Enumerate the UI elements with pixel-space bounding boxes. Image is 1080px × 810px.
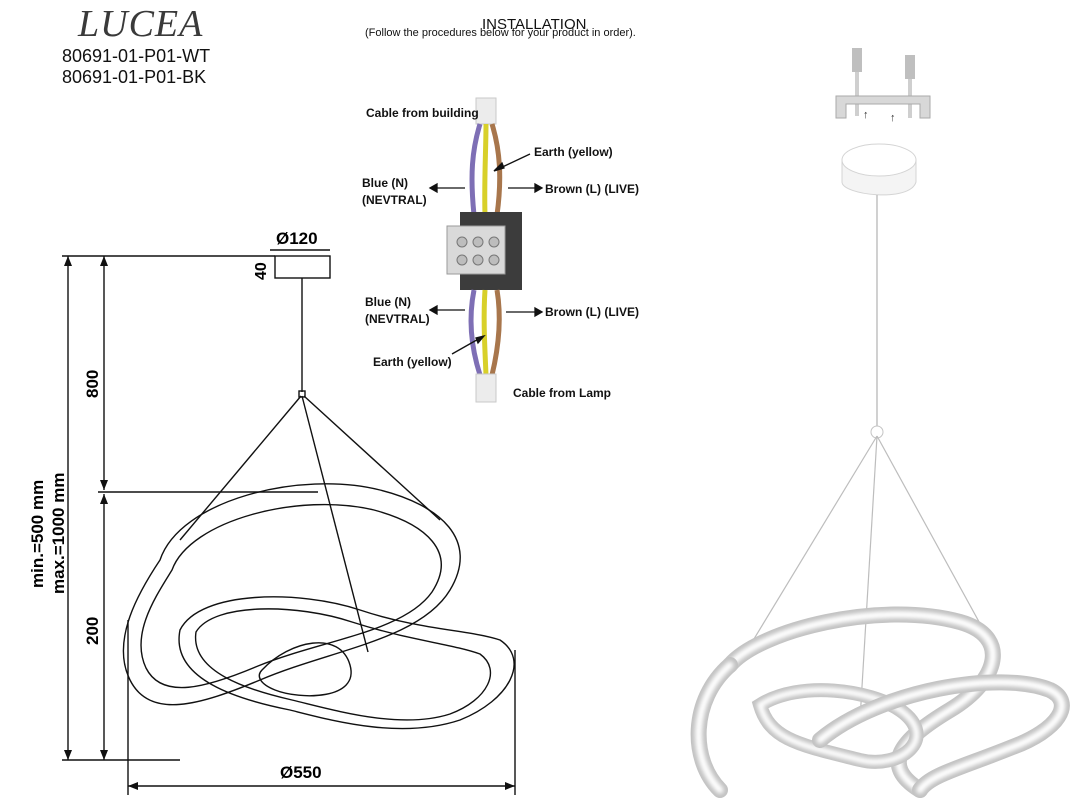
canopy-top — [841, 143, 917, 177]
arrowhead — [64, 750, 72, 760]
terminal-screw — [472, 254, 484, 266]
top-blue-wire — [469, 123, 483, 216]
dim-canopy-height: 40 — [253, 262, 270, 280]
terminal-screw — [456, 254, 468, 266]
arrowhead — [428, 304, 438, 316]
ring-center-a — [258, 642, 352, 697]
support-wire — [739, 435, 878, 663]
installation-subtitle: (Follow the procedures below for your pr… — [365, 27, 636, 39]
brand-logo: LUCEA — [78, 3, 204, 45]
label-brown-top: Brown (L) (LIVE) — [545, 182, 639, 196]
label-brown-bottom: Brown (L) (LIVE) — [545, 305, 639, 319]
dim-ring-height: 200 — [83, 617, 102, 645]
arrow-up-icon: ↑ — [890, 112, 896, 124]
dim-canopy-diameter: Ø120 — [276, 229, 318, 248]
screw-anchor — [905, 55, 915, 79]
terminal-screw — [488, 254, 500, 266]
label-earth-top: Earth (yellow) — [534, 145, 613, 159]
ring-outer-a — [122, 483, 461, 706]
arrowhead — [100, 494, 108, 504]
dim-range-max: max.=1000 mm — [49, 473, 68, 594]
terminal-screw — [488, 236, 500, 248]
arrowhead — [128, 782, 138, 790]
lamp-ring-inner-glow — [756, 687, 920, 765]
arrowhead — [100, 256, 108, 266]
terminal-connector — [446, 225, 506, 275]
arrowhead — [64, 256, 72, 266]
arrowhead — [534, 306, 544, 318]
terminal-screw — [456, 236, 468, 248]
arrowhead — [100, 480, 108, 490]
lamp-ring-left-glow — [695, 661, 734, 794]
arrowhead — [505, 782, 515, 790]
label-cable-from-building: Cable from building — [366, 106, 479, 120]
support-wire — [859, 435, 878, 721]
ring-inner-b — [195, 608, 491, 721]
lamp-ring-right-glow — [816, 678, 1066, 794]
arrowhead — [475, 334, 486, 345]
arrowhead — [100, 750, 108, 760]
dim-range-min: min.=500 mm — [28, 480, 47, 588]
label-cable-from-lamp: Cable from Lamp — [513, 386, 612, 400]
top-yellow-wire — [482, 123, 489, 216]
bottom-cable-sheath — [475, 373, 497, 403]
mounting-bracket — [835, 95, 931, 119]
arrowhead — [493, 161, 505, 172]
label-nevtral-bottom: (NEVTRAL) — [365, 312, 430, 326]
ring-inner-a — [178, 596, 515, 730]
screw-anchor — [852, 48, 862, 72]
ring-outer-b — [140, 503, 442, 689]
dim-cable-length: 800 — [83, 370, 102, 398]
support-wire — [303, 395, 441, 521]
bottom-blue-wire — [468, 289, 483, 376]
bottom-yellow-wire — [481, 289, 489, 376]
arrowhead — [428, 182, 438, 194]
model-number-black: 80691-01-P01-BK — [62, 67, 207, 87]
label-earth-bottom: Earth (yellow) — [373, 355, 452, 369]
bottom-brown-wire — [489, 289, 502, 376]
label-blue-top: Blue (N) — [362, 176, 408, 190]
installation-title: INSTALLATION — [482, 16, 587, 33]
arrow-up-icon: ↑ — [863, 109, 869, 121]
dim-ring-diameter: Ø550 — [280, 763, 322, 782]
label-nevtral-top: (NEVTRAL) — [362, 193, 427, 207]
model-number-white: 80691-01-P01-WT — [62, 46, 211, 66]
label-blue-bottom: Blue (N) — [365, 295, 411, 309]
arrowhead — [534, 182, 544, 194]
terminal-screw — [472, 236, 484, 248]
